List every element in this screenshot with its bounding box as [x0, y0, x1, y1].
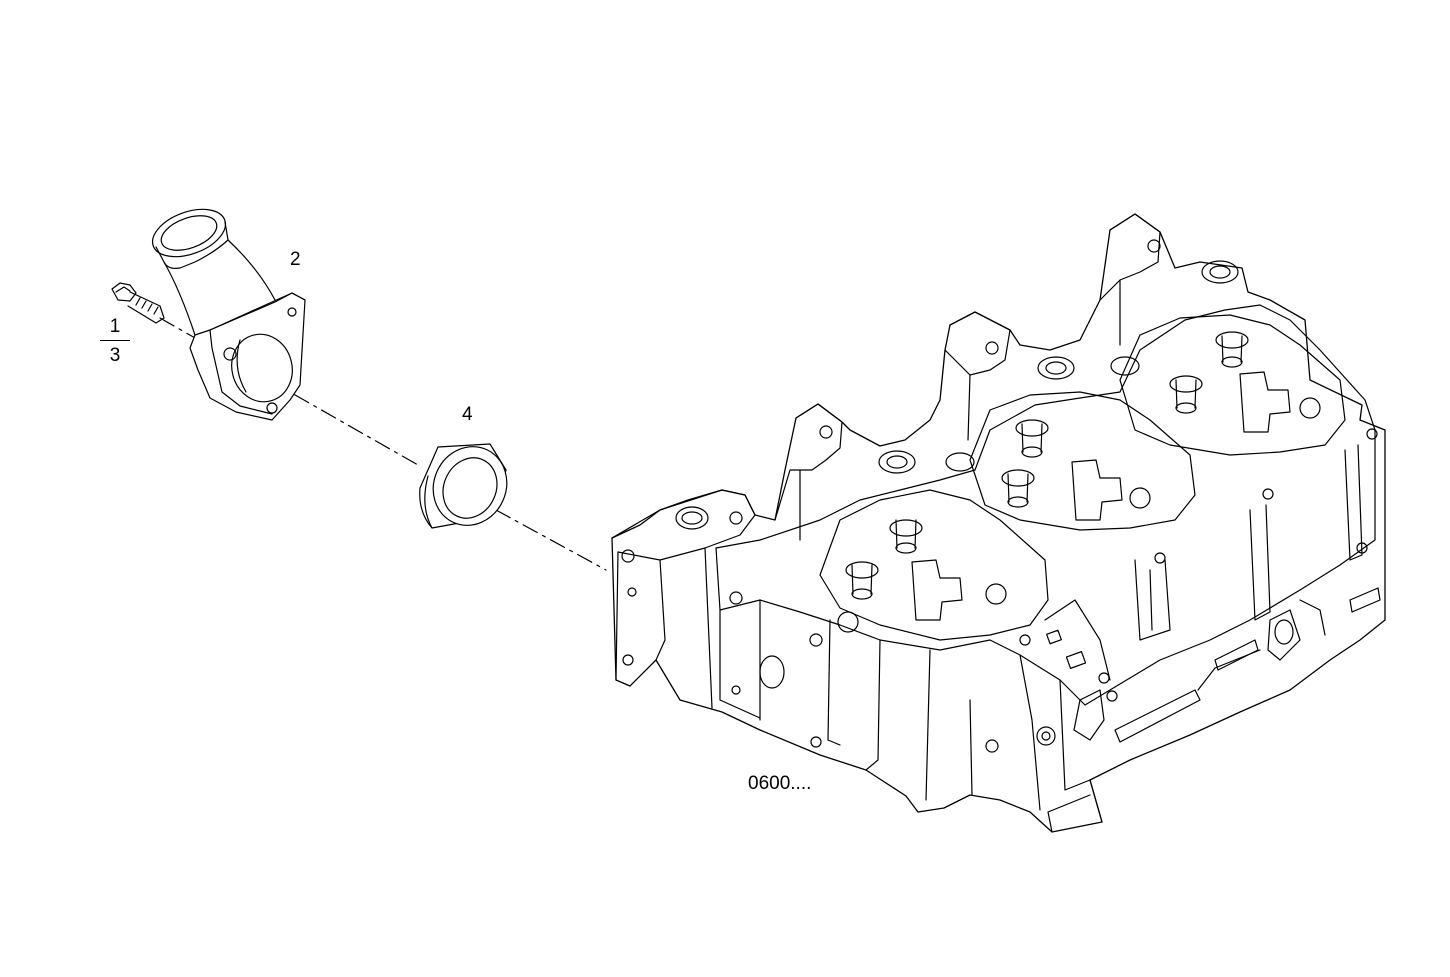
callout-part-1: 1 [109, 316, 121, 337]
seal-ring-part [420, 435, 520, 538]
elbow-pipe-part [146, 200, 305, 420]
cylinder-port-3 [1120, 315, 1345, 455]
callout-part-1-3: 1 3 [100, 316, 130, 367]
callout-part-3: 3 [109, 345, 121, 366]
fraction-bar [100, 340, 130, 341]
cylinder-port-1 [820, 490, 1048, 640]
bolt-part [112, 283, 164, 323]
callout-part-4: 4 [462, 404, 473, 425]
assembly-reference-label: 0600.... [748, 773, 812, 794]
callout-part-2: 2 [290, 249, 301, 270]
cylinder-port-2 [970, 392, 1195, 530]
cylinder-head-assembly [612, 214, 1385, 832]
